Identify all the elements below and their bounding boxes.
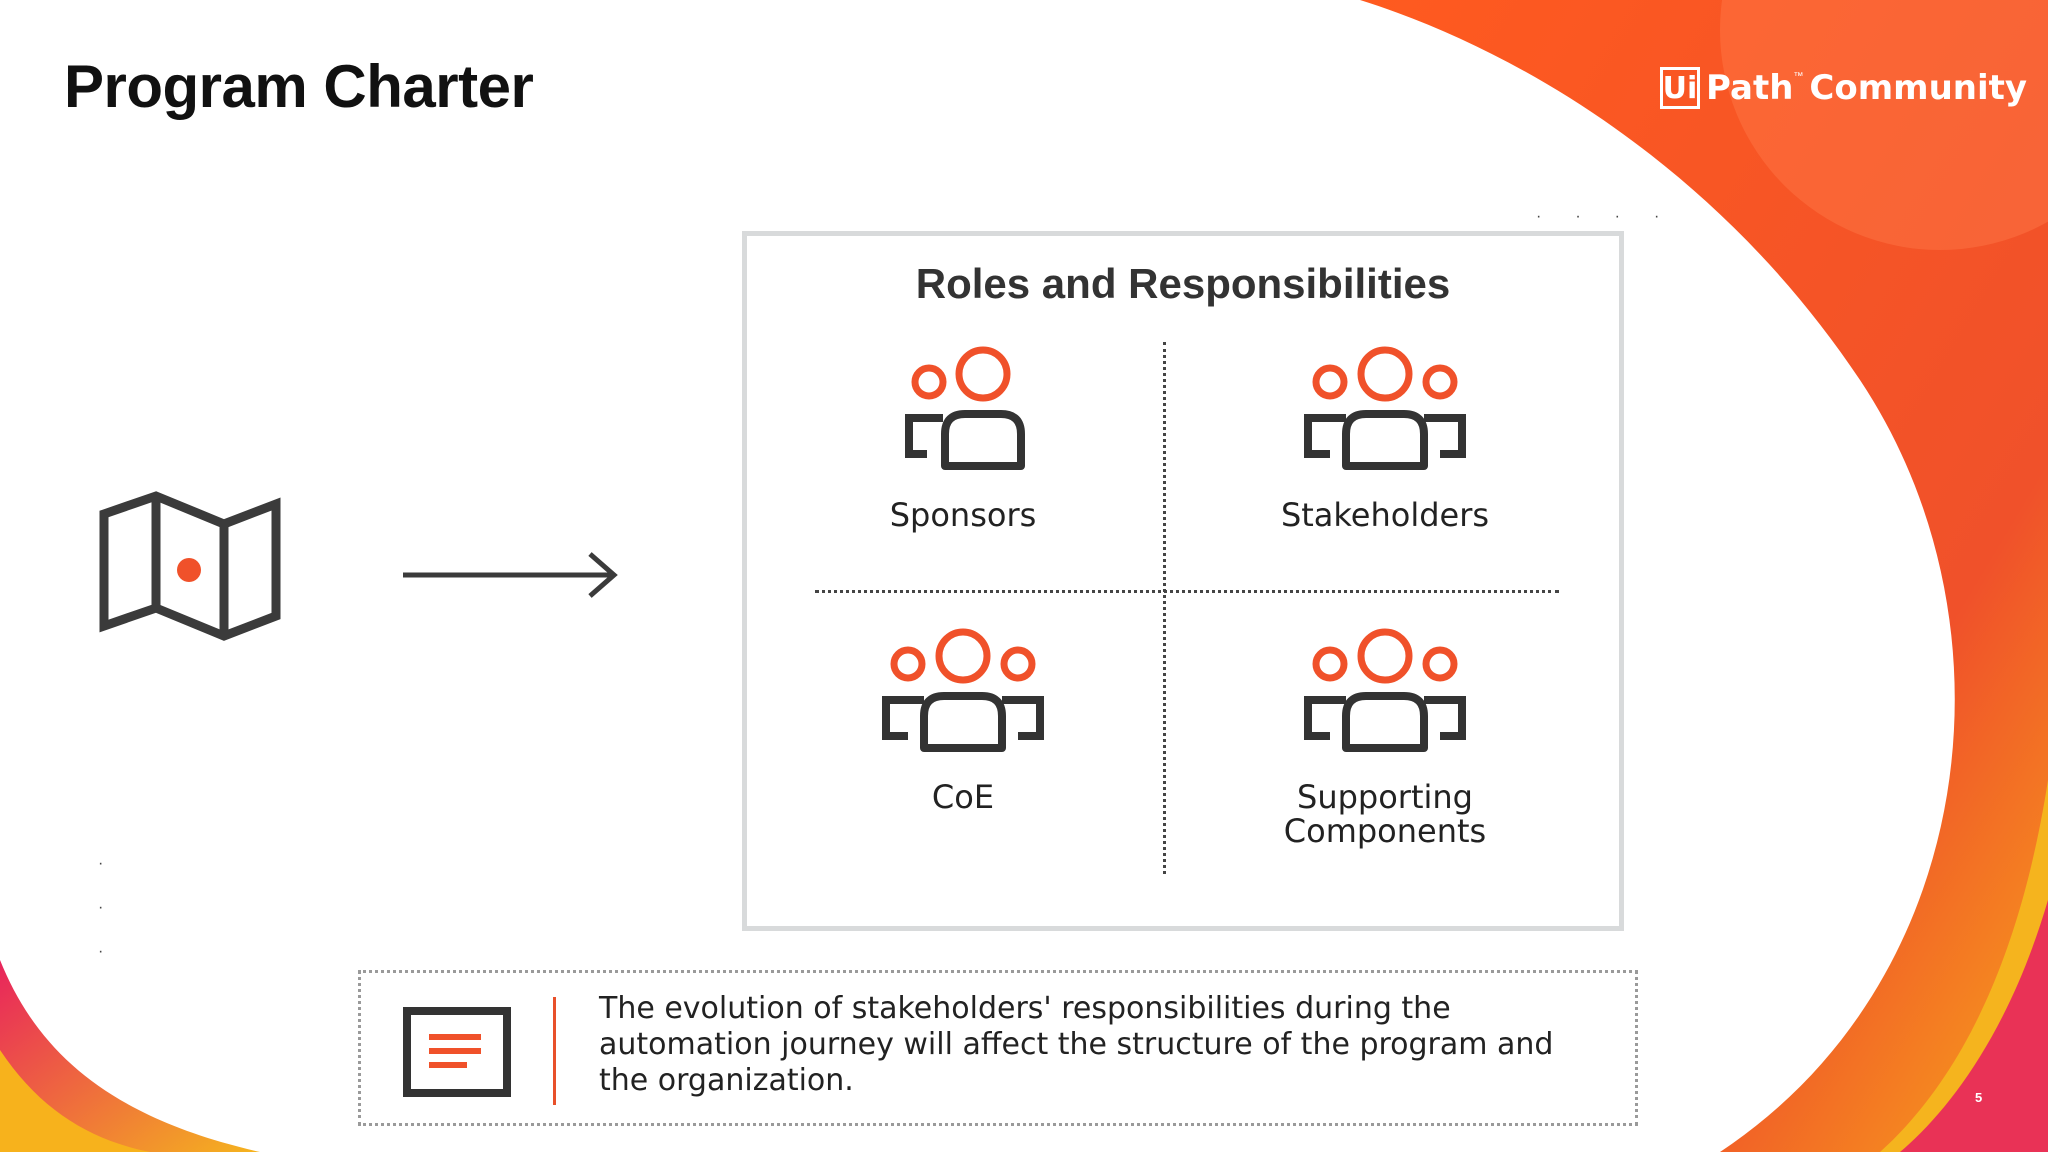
slide-title: Program Charter	[64, 53, 534, 120]
logo-path-text: Path	[1706, 68, 1794, 108]
note-callout: The evolution of stakeholders' responsib…	[358, 970, 1638, 1126]
uipath-community-logo: Ui Path ™ Community	[1660, 64, 2027, 112]
role-coe: CoE	[813, 628, 1113, 814]
logo-community-text: Community	[1809, 68, 2028, 108]
role-label: Stakeholders	[1280, 496, 1490, 534]
role-label: Sponsors	[889, 496, 1037, 534]
decorative-dots: ····	[1536, 208, 1694, 225]
grid-divider-vertical	[1163, 342, 1166, 874]
role-label: CoE	[931, 778, 995, 816]
logo-trademark: ™	[1793, 70, 1804, 82]
decorative-dots-left: ···	[98, 855, 104, 960]
logo-mark: Ui	[1660, 67, 1700, 109]
group-two-icon	[905, 346, 1025, 470]
role-stakeholders: Stakeholders	[1235, 346, 1535, 532]
map-icon	[99, 491, 281, 641]
roles-panel: Roles and Responsibilities Sponsors Stak…	[742, 231, 1624, 931]
role-supporting-components: Supporting Components	[1235, 628, 1535, 848]
grid-divider-horizontal	[815, 590, 1559, 593]
page-number: 5	[1975, 1090, 1983, 1105]
document-lines-icon	[403, 1007, 511, 1097]
role-sponsors: Sponsors	[813, 346, 1113, 532]
group-three-icon	[1304, 628, 1466, 752]
note-text: The evolution of stakeholders' responsib…	[599, 991, 1554, 1098]
role-label: Supporting Components	[1283, 778, 1487, 850]
group-three-icon	[1304, 346, 1466, 470]
note-divider	[553, 997, 556, 1105]
right-arrow-icon	[403, 552, 618, 598]
roles-panel-title: Roles and Responsibilities	[915, 260, 1451, 307]
group-three-icon	[882, 628, 1044, 752]
